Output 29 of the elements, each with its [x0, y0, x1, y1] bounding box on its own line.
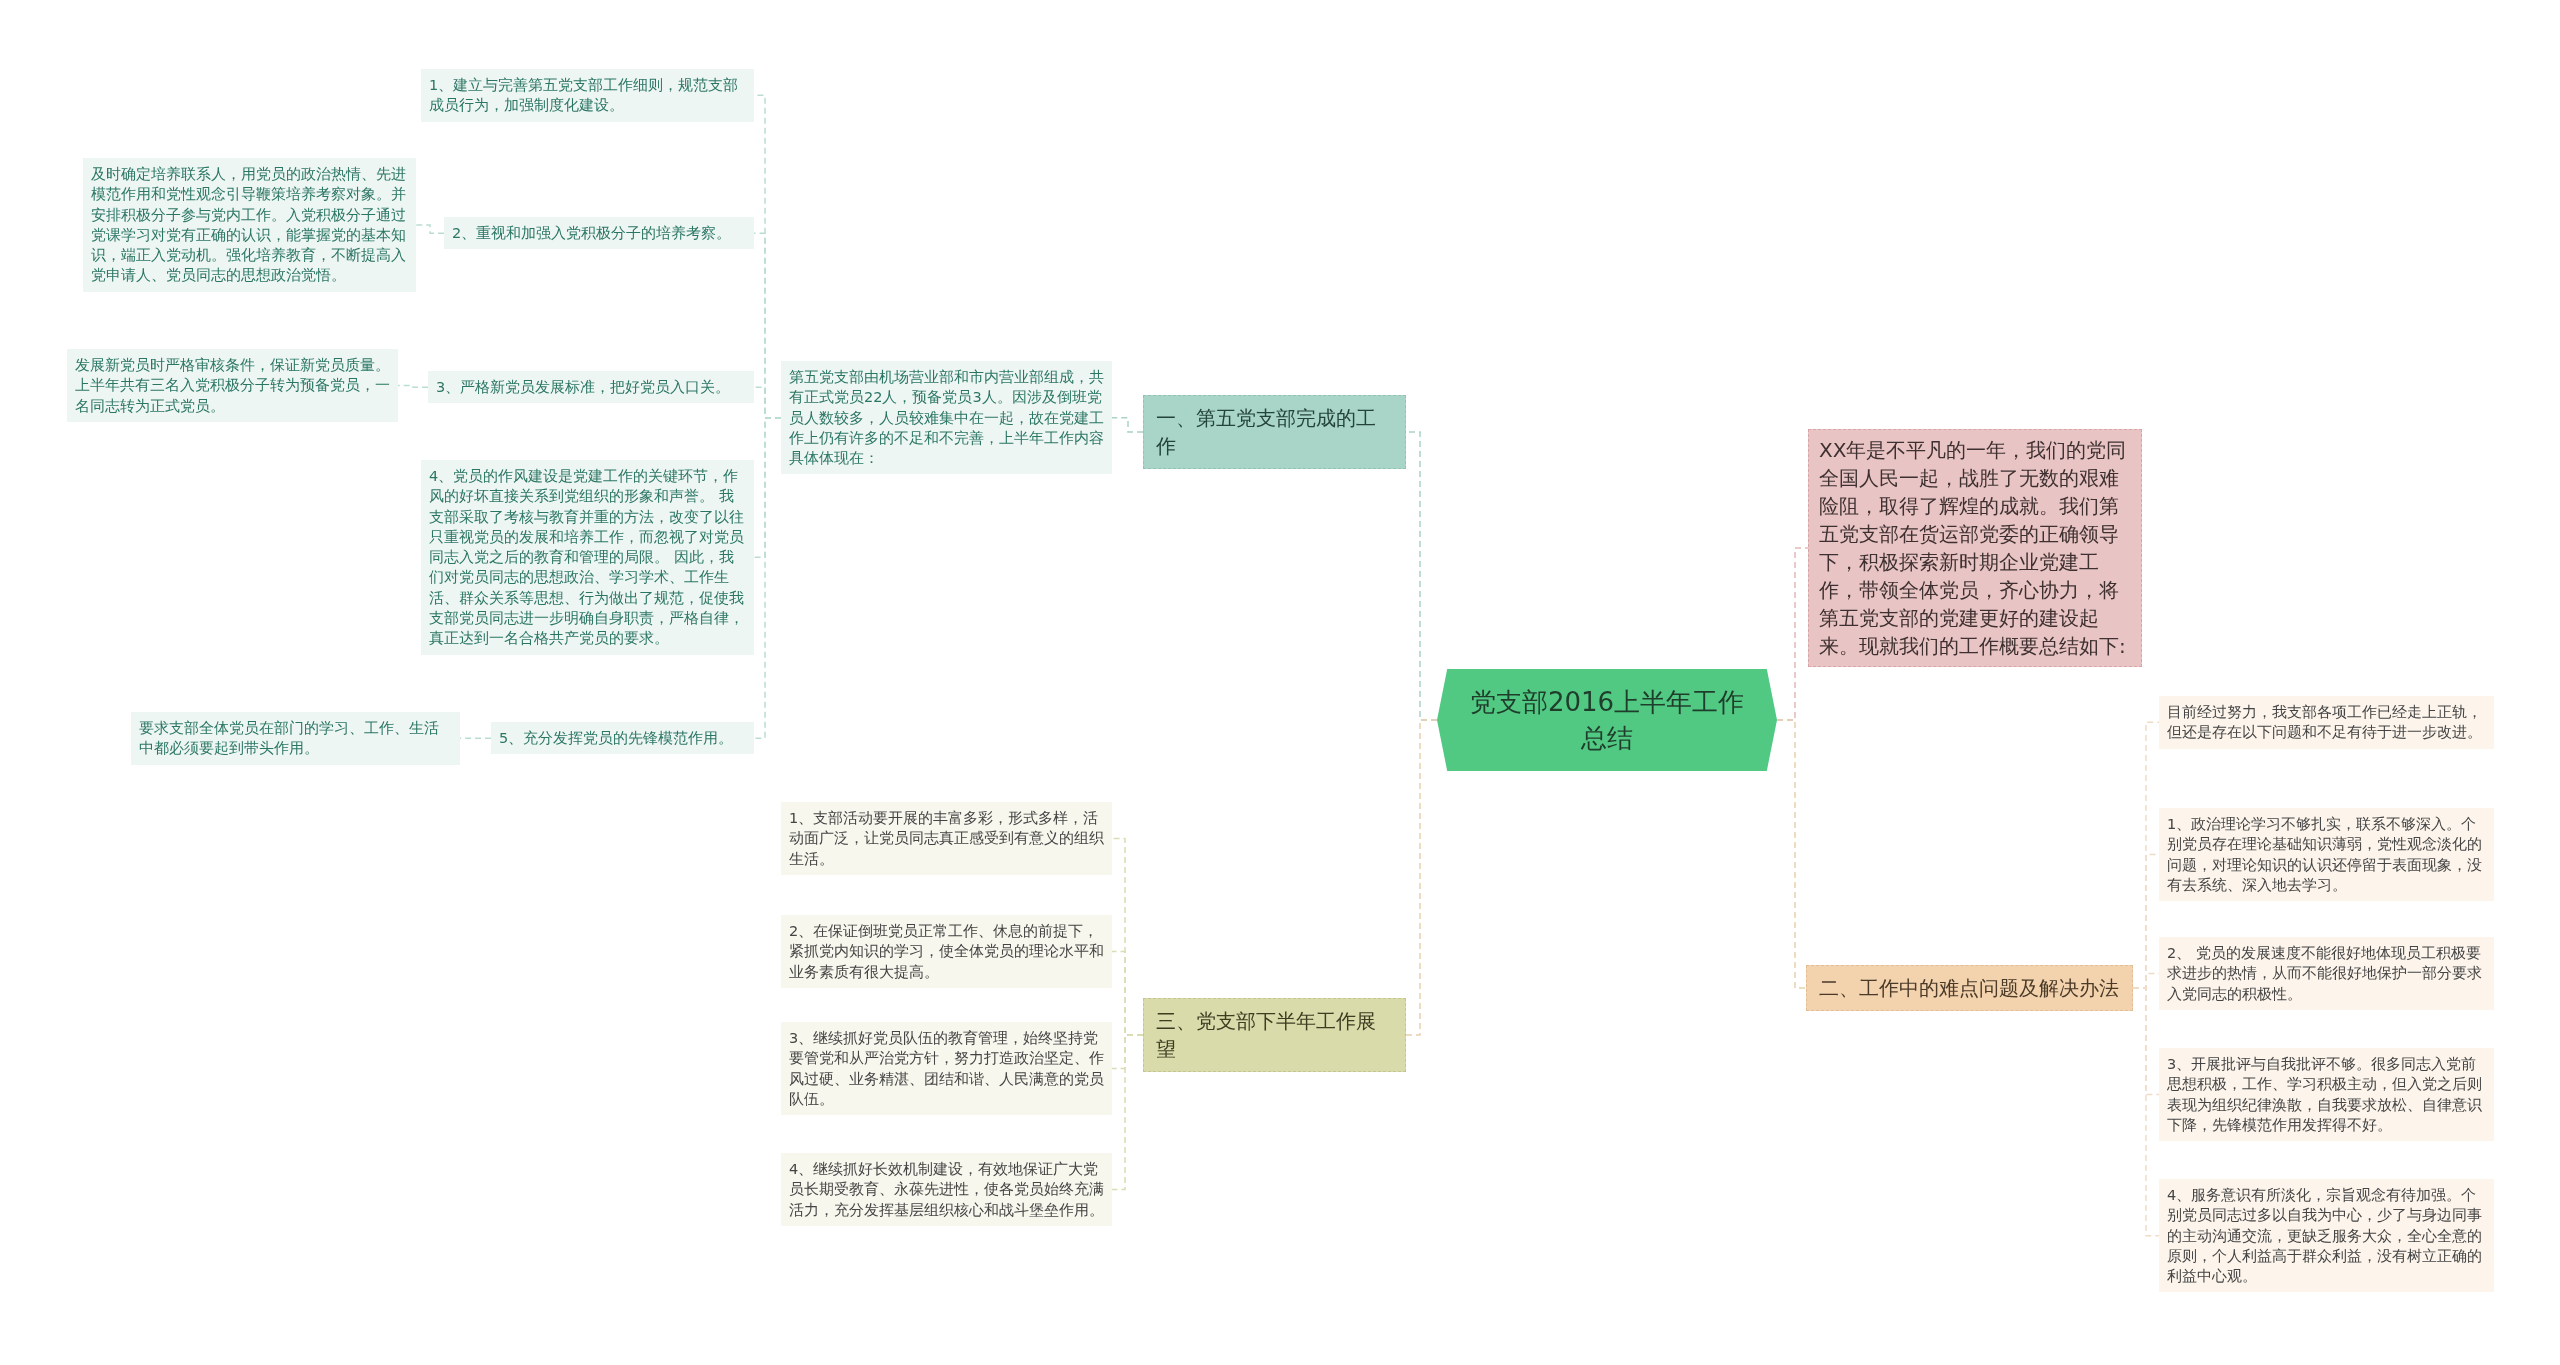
item-note: 发展新党员时严格审核条件，保证新党员质量。上半年共有三名入党积极分子转为预备党员，一名同志转为正式党员。 [67, 349, 398, 422]
item-note: 3、开展批评与自我批评不够。很多同志入党前思想积极，工作、学习积极主动，但入党之后则表现为组织纪律涣散，自我要求放松、自律意识下降，先锋模范作用发挥得不好。 [2159, 1048, 2494, 1142]
item-note: 1、政治理论学习不够扎实，联系不够深入。个别党员存在理论基础知识薄弱，党性观念淡化的问题，对理论知识的认识还停留于表面现象，没有去系统、深入地去学习。 [2159, 808, 2494, 902]
item-note: 4、党员的作风建设是党建工作的关键环节，作风的好坏直接关系到党组织的形象和声誉。 我支部采取了考核与教育并重的方法，改变了以往只重视党员的发展和培养工作，而忽视了对党员同志入党之后的教育和管理的局限。 因此，我们对党员同志的思想政治、学习学术、工作生活、群众关系等思想、行为做出了规范，促使我支部党员同志进一步明确自身职责，严格自律，真正达到一名合格共产党员的要求。 [421, 460, 754, 655]
item-note: 3、严格新党员发展标准，把好党员入口关。 [428, 371, 754, 404]
item-note: 4、服务意识有所淡化，宗旨观念有待加强。个别党员同志过多以自我为中心，少了与身边同事的主动沟通交流，更缺乏服务大众，全心全意的原则，个人利益高于群众利益，没有树立正确的利益中心观。 [2159, 1179, 2494, 1293]
connector [1111, 417, 1144, 433]
item-note: 目前经过努力，我支部各项工作已经走上正轨，但还是存在以下问题和不足有待于进一步改进。 [2159, 696, 2494, 749]
item-note: 2、重视和加强入党积极分子的培养考察。 [444, 217, 754, 250]
item-note: 及时确定培养联系人，用党员的政治热情、先进模范作用和党性观念引导鞭策培养考察对象。并安排积极分子参与党内工作。入党积极分子通过党课学习对党有正确的认识，能掌握党的基本知识，端正入党动机。强化培养教育，不断提高入党申请人、党员同志的思想政治觉悟。 [83, 158, 416, 292]
item-note: 2、 党员的发展速度不能很好地体现员工积极要求进步的热情，从而不能很好地保护一部分要求入党同志的积极性。 [2159, 937, 2494, 1010]
intro-note: XX年是不平凡的一年，我们的党同全国人民一起，战胜了无数的艰难险阻，取得了辉煌的成就。我们第五党支部在货运部党委的正确领导下，积极探索新时期企业党建工作，带领全体党员，齐心协力，将第五党支部的党建更好的建设起来。现就我们的工作概要总结如下: [1808, 429, 2142, 667]
connector [1776, 719, 1807, 989]
connector [415, 224, 445, 234]
item-note: 第五党支部由机场营业部和市内营业部组成，共有正式党员22人，预备党员3人。因涉及倒班党员人数较多，人员较难集中在一起，故在党建工作上仍有许多的不足和不完善，上半年工作内容具体体现在： [781, 361, 1112, 475]
connector [753, 417, 782, 739]
branch-topic: 三、党支部下半年工作展望 [1143, 998, 1406, 1072]
item-note: 3、继续抓好党员队伍的教育管理，始终坚持党要管党和从严治党方针，努力打造政治坚定、作风过硬、业务精湛、团结和谐、人民满意的党员队伍。 [781, 1022, 1112, 1116]
item-note: 2、在保证倒班党员正常工作、休息的前提下，紧抓党内知识的学习，使全体党员的理论水平和业务素质有很大提高。 [781, 915, 1112, 988]
item-note: 4、继续抓好长效机制建设，有效地保证广大党员长期受教育、永葆先进性，使各党员始终充满活力，充分发挥基层组织核心和战斗堡垒作用。 [781, 1153, 1112, 1226]
connector [2132, 987, 2160, 1237]
connector [1405, 719, 1438, 1036]
branch-topic: 二、工作中的难点问题及解决办法 [1806, 965, 2133, 1011]
item-note: 5、充分发挥党员的先锋模范作用。 [491, 722, 754, 755]
connector [1111, 1034, 1144, 1191]
item-note: 1、支部活动要开展的丰富多彩，形式多样，活动面广泛，让党员同志真正感受到有意义的组织生活。 [781, 802, 1112, 875]
item-note: 要求支部全体党员在部门的学习、工作、生活中都必须要起到带头作用。 [131, 712, 460, 765]
branch-topic: 一、第五党支部完成的工作 [1143, 395, 1406, 469]
item-note: 1、建立与完善第五党支部工作细则，规范支部成员行为，加强制度化建设。 [421, 69, 754, 122]
